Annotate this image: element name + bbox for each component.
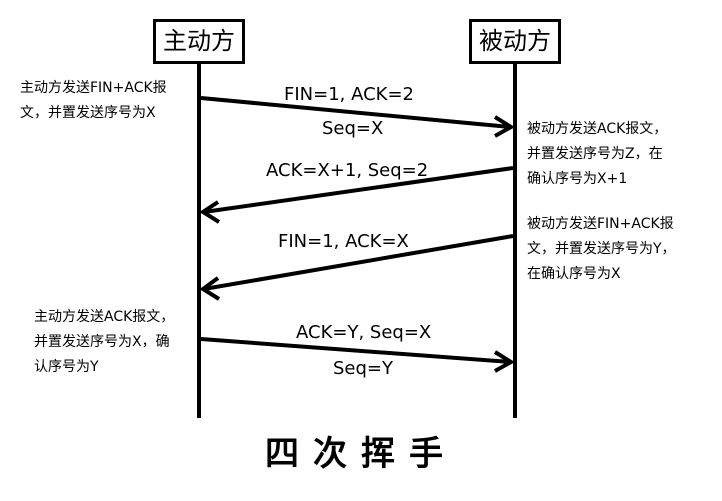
note-line: 确认序号为X+1 — [527, 171, 628, 187]
message-4-label: ACK=Y, Seq=X — [296, 322, 432, 343]
arrowhead-fin-1 — [493, 115, 515, 138]
arrow-ack-2 — [200, 337, 511, 364]
note-line: 认序号为Y — [34, 359, 99, 375]
note-line: 在确认序号为X — [527, 266, 621, 282]
arrowhead-ack-1 — [199, 200, 221, 224]
message-3-label: FIN=1, ACK=X — [278, 231, 409, 252]
diagram-title: 四次挥手 — [265, 434, 457, 474]
note-passive-ack: 被动方发送ACK报文， 并置发送序号为Z，在 确认序号为X+1 — [527, 117, 667, 192]
message-2-label: ACK=X+1, Seq=2 — [266, 160, 429, 181]
message-1-sublabel: Seq=X — [322, 118, 384, 139]
arrowhead-fin-2 — [199, 276, 221, 301]
note-line: 文，并置发送序号为Y， — [527, 241, 676, 257]
party-active: 主动方 — [153, 19, 245, 64]
note-line: 主动方发送ACK报文， — [34, 309, 175, 325]
arrow-fin-1 — [200, 96, 511, 129]
message-1-label: FIN=1, ACK=2 — [284, 84, 415, 105]
note-line: 被动方发送FIN+ACK报 — [527, 216, 674, 232]
note-line: 文，并置发送序号为X — [20, 105, 156, 121]
arrow-fin-2 — [203, 234, 514, 291]
note-line: 主动方发送FIN+ACK报 — [20, 80, 167, 96]
party-passive: 被动方 — [469, 19, 561, 64]
note-line: 并置发送序号为X，确 — [34, 334, 170, 350]
note-passive-fin: 被动方发送FIN+ACK报 文，并置发送序号为Y， 在确认序号为X — [527, 212, 676, 287]
note-line: 被动方发送ACK报文， — [527, 121, 668, 137]
note-active-fin: 主动方发送FIN+ACK报 文，并置发送序号为X — [20, 76, 167, 126]
message-4-sublabel: Seq=Y — [333, 358, 394, 379]
arrow-ack-1 — [203, 166, 514, 214]
note-line: 并置发送序号为Z，在 — [527, 146, 663, 162]
arrowhead-ack-2 — [493, 350, 515, 373]
note-active-ack: 主动方发送ACK报文， 并置发送序号为X，确 认序号为Y — [34, 305, 174, 380]
